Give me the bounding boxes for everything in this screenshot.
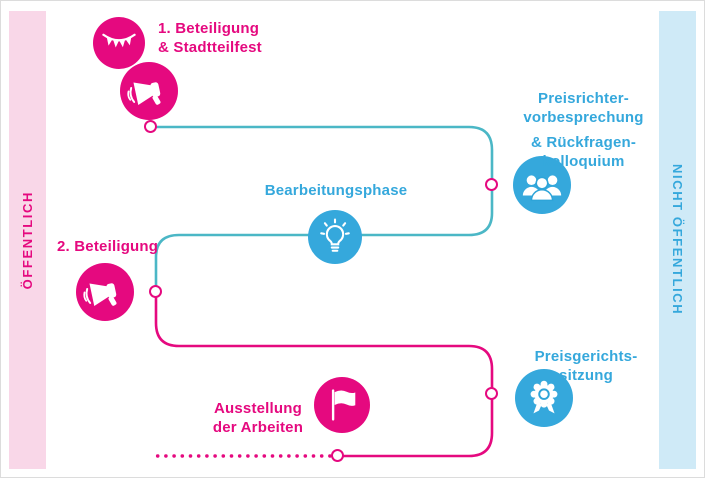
megaphone-icon	[83, 283, 117, 307]
bunting-icon	[102, 33, 136, 48]
milestone-node-participation1	[144, 120, 157, 133]
flow-line-upper	[151, 125, 494, 292]
jury-briefing-line4: kolloquium	[542, 153, 625, 170]
participation1-line2: & Stadtteilfest	[158, 39, 262, 56]
flag-icon	[331, 389, 356, 421]
non-public-band-label: NICHT ÖFFENTLICH	[670, 164, 685, 316]
jury-session-line1: Preisgerichts-	[534, 348, 638, 365]
jury-session-label: Preisgerichts- sitzung	[506, 347, 666, 385]
milestone-node-exhibition	[331, 449, 344, 462]
participation1-circle	[120, 62, 178, 120]
working-phase-label: Bearbeitungsphase	[264, 182, 408, 199]
people-icon	[522, 175, 562, 202]
flow-line-lower	[154, 292, 494, 458]
lightbulb-icon	[320, 218, 350, 252]
milestone-node-jury-briefing	[485, 178, 498, 191]
participation2-label: 2. Beteiligung	[57, 238, 159, 255]
jury-briefing-label: Preisrichter- vorbesprechung & Rückfrage…	[501, 89, 666, 171]
jury-briefing-line3: & Rückfragen-	[530, 134, 637, 151]
exhibition-circle	[314, 377, 370, 433]
jury-briefing-line2: vorbesprechung	[523, 109, 644, 126]
public-band: ÖFFENTLICH	[9, 11, 46, 469]
festival-circle	[93, 17, 145, 69]
participation1-label: 1. Beteiligung & Stadtteilfest	[158, 19, 288, 57]
participation2-circle	[76, 263, 134, 321]
jury-session-line2: sitzung	[559, 367, 613, 384]
working-phase-circle	[308, 210, 362, 264]
milestone-node-jury-session	[485, 387, 498, 400]
participation1-line1: 1. Beteiligung	[158, 20, 260, 37]
milestone-node-participation2	[149, 285, 162, 298]
jury-briefing-line1: Preisrichter-	[538, 90, 629, 107]
jury-briefing-circle	[513, 156, 571, 214]
exhibition-line1: Ausstellung	[213, 400, 303, 417]
medal-icon	[530, 380, 558, 414]
non-public-band: NICHT ÖFFENTLICH	[659, 11, 696, 469]
megaphone-icon	[127, 82, 161, 106]
jury-session-circle	[515, 369, 573, 427]
exhibition-line2: der Arbeiten	[212, 419, 304, 436]
exhibition-label: Ausstellung der Arbeiten	[204, 399, 312, 437]
